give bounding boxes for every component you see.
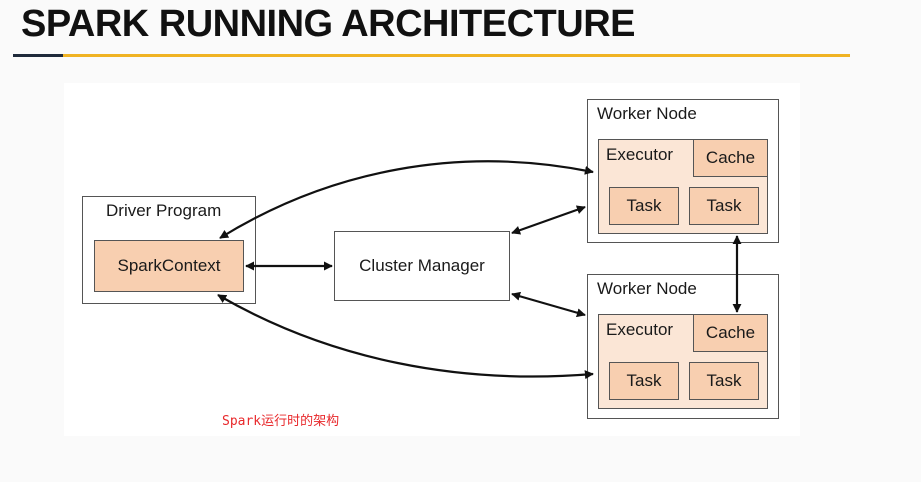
worker-node-2-label: Worker Node — [597, 279, 697, 298]
task-2b-box: Task — [689, 362, 759, 400]
diagram-caption: Spark运行时的架构 — [222, 414, 340, 429]
title-rule-gold — [63, 54, 850, 57]
cache-2-box: Cache — [693, 314, 768, 352]
cache-2-label: Cache — [705, 323, 756, 342]
executor-1-label: Executor — [606, 145, 674, 164]
worker-node-1-label: Worker Node — [597, 104, 697, 123]
task-2a-box: Task — [609, 362, 679, 400]
slide-title: SPARK RUNNING ARCHITECTURE — [21, 3, 636, 45]
title-rule-dark — [13, 54, 63, 57]
task-1b-label: Task — [706, 196, 742, 215]
cluster-manager-label: Cluster Manager — [359, 256, 485, 275]
task-2b-label: Task — [706, 371, 742, 390]
task-1a-label: Task — [626, 196, 662, 215]
task-1b-box: Task — [689, 187, 759, 225]
driver-program-label: Driver Program — [106, 201, 222, 220]
cache-1-box: Cache — [693, 139, 768, 177]
spark-context-box: SparkContext — [94, 240, 244, 292]
spark-context-label: SparkContext — [117, 256, 221, 275]
cache-1-label: Cache — [705, 148, 756, 167]
executor-2-label: Executor — [606, 320, 674, 339]
task-1a-box: Task — [609, 187, 679, 225]
task-2a-label: Task — [626, 371, 662, 390]
cluster-manager-box: Cluster Manager — [334, 231, 510, 301]
